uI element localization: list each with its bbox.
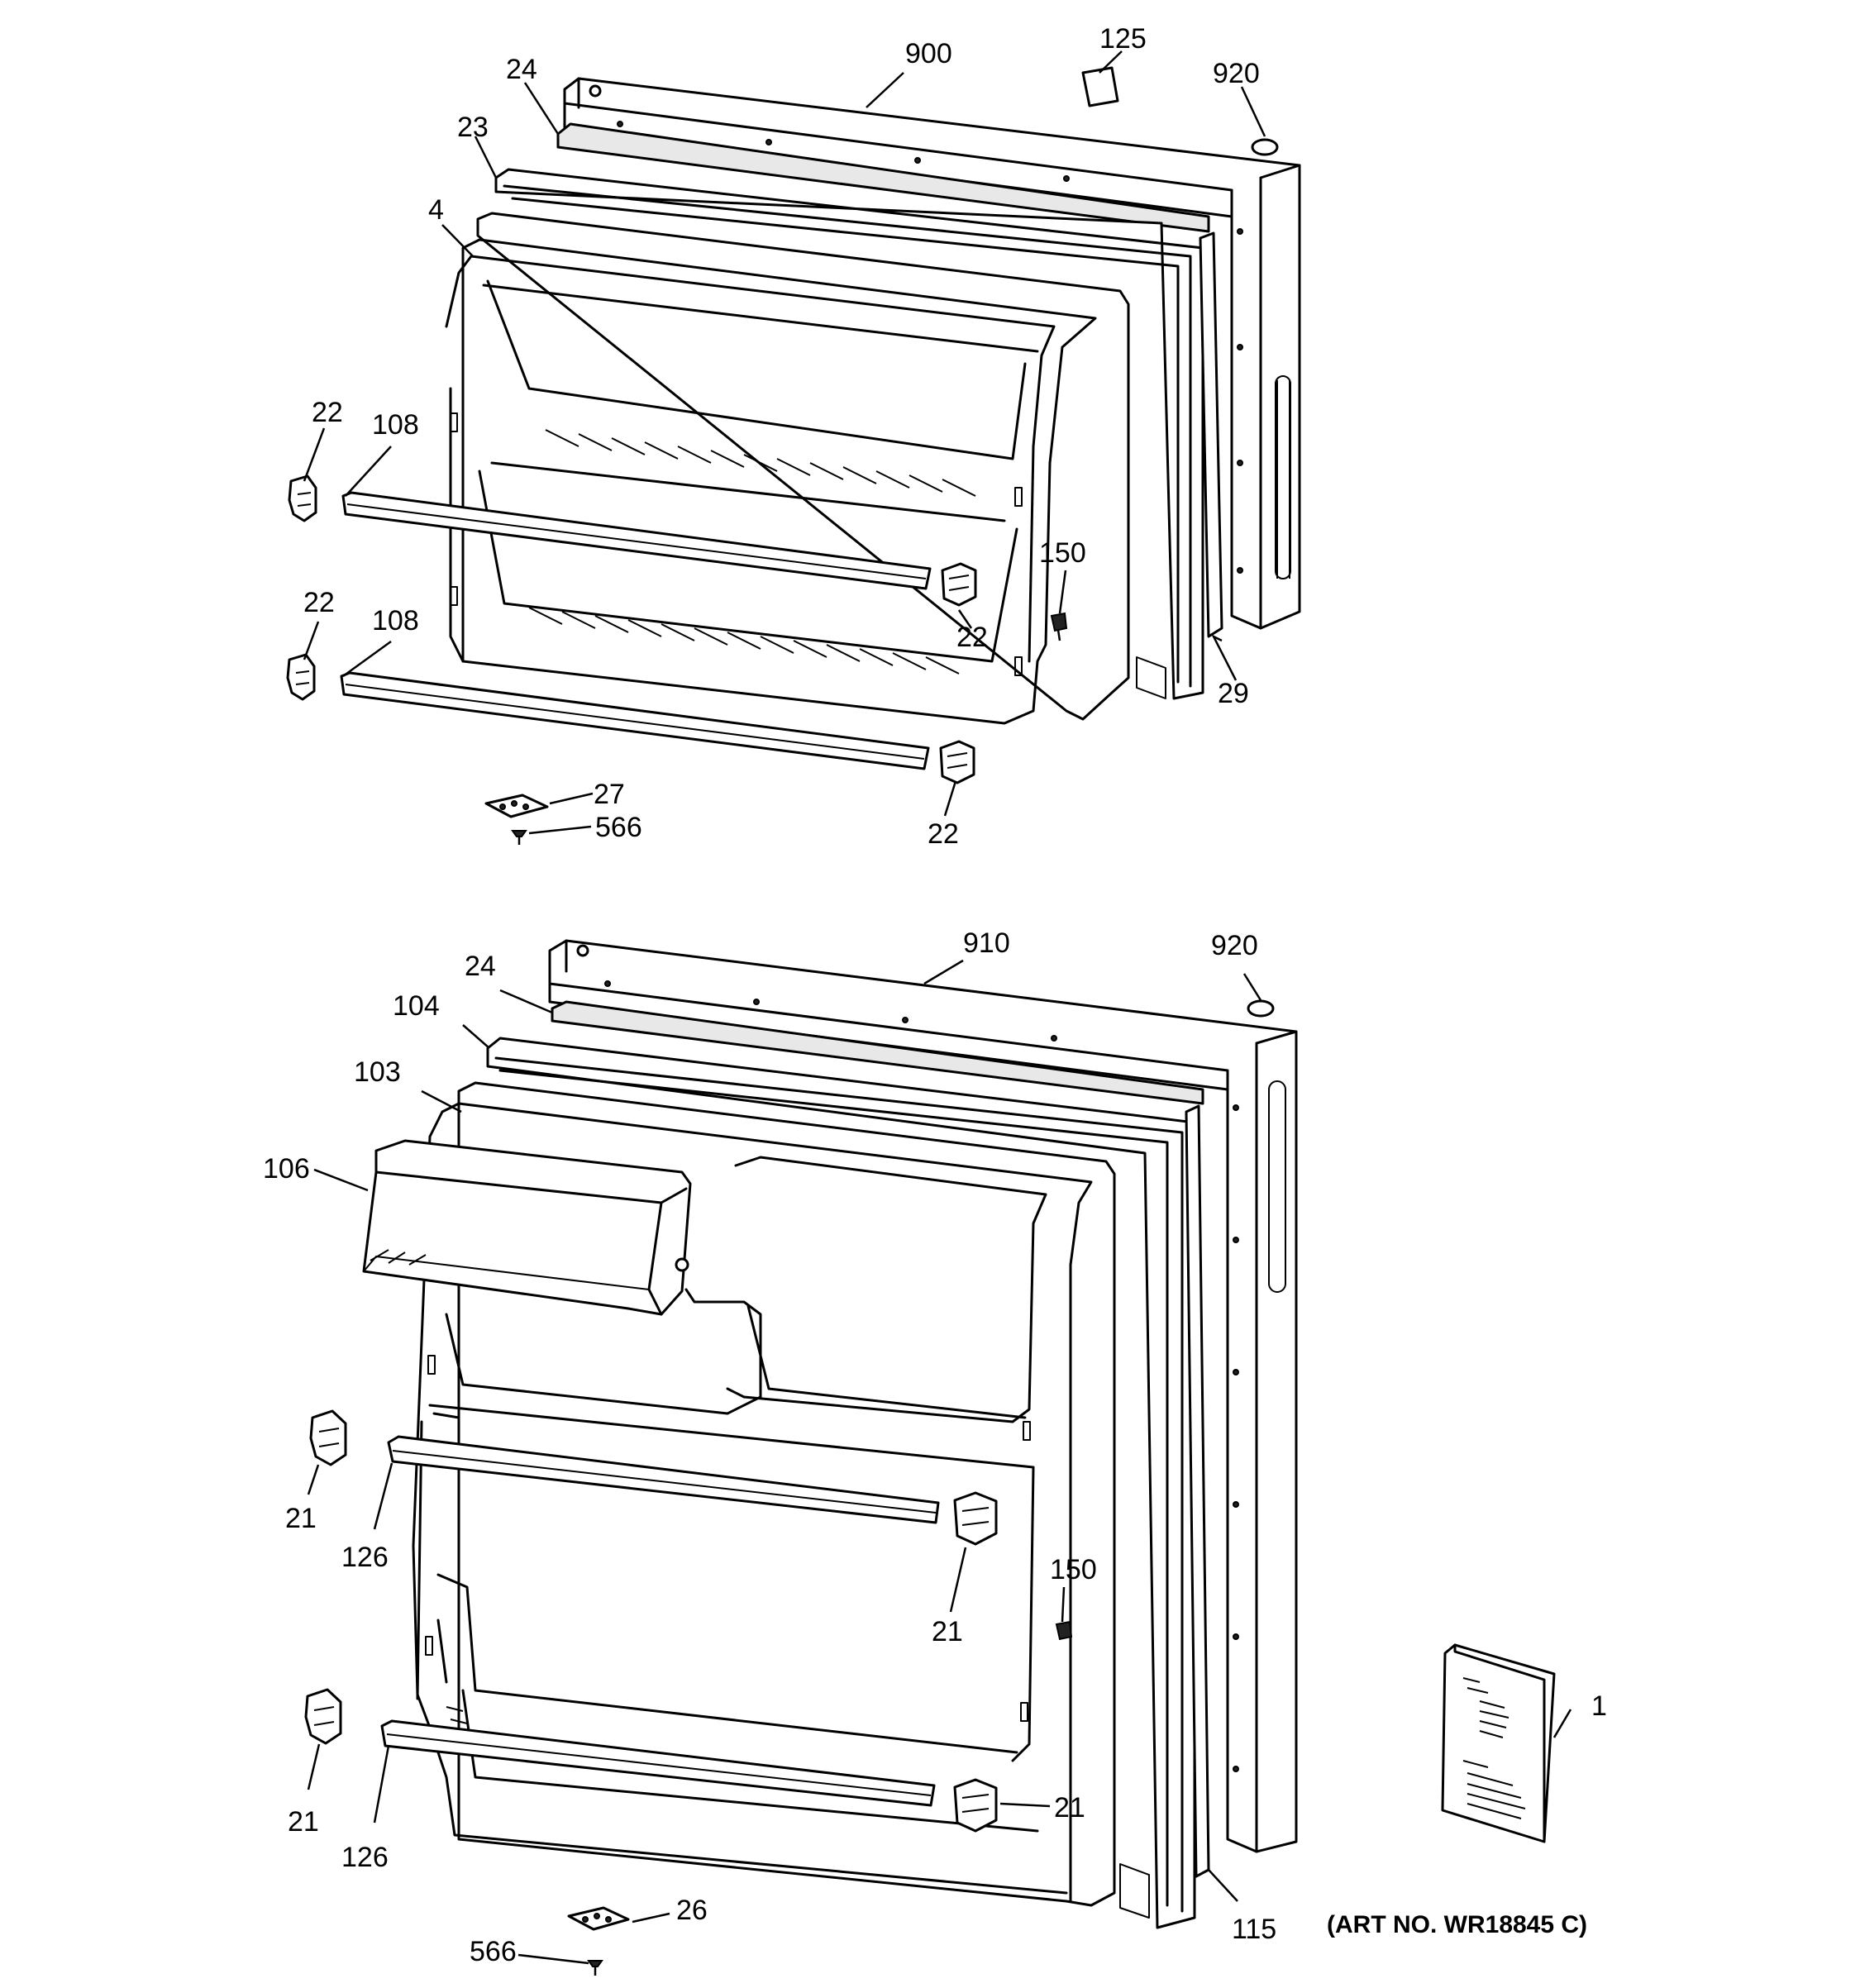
callout-23: 23	[457, 112, 489, 143]
art-number: (ART NO. WR18845 C)	[1327, 1911, 1587, 1938]
fresh-food-shelf-bar-upper	[387, 1435, 940, 1524]
freezer-shelf-clip-right-lower	[939, 740, 975, 784]
fresh-food-screw-566-icon	[587, 1960, 603, 1976]
callout-1: 1	[1591, 1690, 1607, 1722]
fresh-food-dairy-door	[362, 1139, 692, 1316]
fresh-food-hinge-plate-icon	[567, 1906, 630, 1931]
callout-126-lower: 126	[341, 1842, 389, 1873]
fresh-food-inner-panel-strip	[551, 1000, 1204, 1105]
callout-24-bottom: 24	[465, 951, 496, 982]
fresh-food-screw-150-icon	[1055, 1620, 1073, 1641]
freezer-shelf-bar-lower	[340, 671, 930, 770]
fresh-food-plug-button-icon	[1247, 999, 1275, 1018]
freezer-side-trim	[1199, 231, 1223, 638]
freezer-shelf-clip-right-upper	[941, 562, 977, 607]
freezer-plug-button-icon	[1251, 138, 1279, 156]
fresh-food-shelf-clip-right-lower	[953, 1778, 998, 1833]
callout-108-lower: 108	[372, 605, 419, 636]
callout-566-top: 566	[595, 812, 642, 843]
freezer-shelf-bar-upper	[341, 491, 932, 590]
freezer-door-liner	[445, 212, 1130, 725]
callout-920-top: 920	[1213, 58, 1260, 89]
owner-manual-icon	[1441, 1643, 1556, 1843]
fresh-food-shelf-clip-left-lower	[304, 1688, 342, 1745]
callout-566-bottom: 566	[470, 1936, 517, 1967]
fresh-food-door-gasket	[486, 1037, 1196, 1929]
freezer-shelf-clip-left-upper	[288, 474, 317, 522]
freezer-label-plate	[1081, 66, 1119, 107]
callout-126-upper: 126	[341, 1542, 389, 1573]
fresh-food-leader-lines	[307, 959, 1572, 1965]
callout-24-top: 24	[506, 54, 537, 85]
freezer-shelf-clip-left-lower	[286, 653, 316, 701]
callout-22-right-upper: 22	[956, 622, 988, 653]
callout-21-left-upper: 21	[285, 1503, 317, 1534]
callout-125: 125	[1099, 23, 1147, 55]
callout-21-left-lower: 21	[288, 1806, 319, 1838]
freezer-outer-door-panel	[563, 77, 1301, 630]
callout-115: 115	[1232, 1914, 1276, 1945]
callout-900: 900	[905, 38, 952, 69]
fresh-food-shelf-clip-right-upper	[953, 1491, 998, 1546]
callout-106: 106	[263, 1153, 310, 1185]
freezer-door-assembly	[286, 50, 1301, 845]
callout-22-right-lower: 22	[928, 818, 959, 850]
callout-21-right-upper: 21	[932, 1616, 963, 1647]
freezer-screw-150-icon	[1050, 612, 1068, 641]
callout-22-left-upper: 22	[312, 397, 343, 428]
freezer-inner-panel-strip	[556, 122, 1210, 233]
fresh-food-outer-door-panel	[548, 939, 1298, 1853]
freezer-leader-lines	[303, 50, 1266, 835]
callout-4: 4	[428, 194, 444, 226]
callout-103: 103	[354, 1056, 401, 1088]
callout-150-bottom: 150	[1050, 1554, 1097, 1585]
callout-21-right-lower: 21	[1054, 1792, 1085, 1824]
fresh-food-shelf-clip-left-upper	[309, 1409, 347, 1466]
callout-labels: 900 125 920 24 23 4 22 108 150 22 22 108…	[263, 23, 1607, 1967]
callout-910: 910	[963, 927, 1010, 959]
callout-104: 104	[393, 990, 440, 1022]
callout-27: 27	[594, 779, 625, 810]
callout-150-top: 150	[1039, 537, 1086, 569]
fresh-food-door-assembly	[304, 939, 1572, 1976]
callout-22-left-lower: 22	[303, 587, 335, 618]
freezer-screw-566-icon	[511, 830, 527, 845]
callout-108-upper: 108	[372, 409, 419, 441]
callout-26: 26	[676, 1895, 708, 1926]
callout-29: 29	[1218, 678, 1249, 709]
callout-920-bottom: 920	[1211, 930, 1258, 961]
freezer-door-gasket	[494, 168, 1204, 700]
fresh-food-shelf-bar-lower	[380, 1719, 936, 1807]
freezer-hinge-plate-icon	[484, 794, 549, 818]
